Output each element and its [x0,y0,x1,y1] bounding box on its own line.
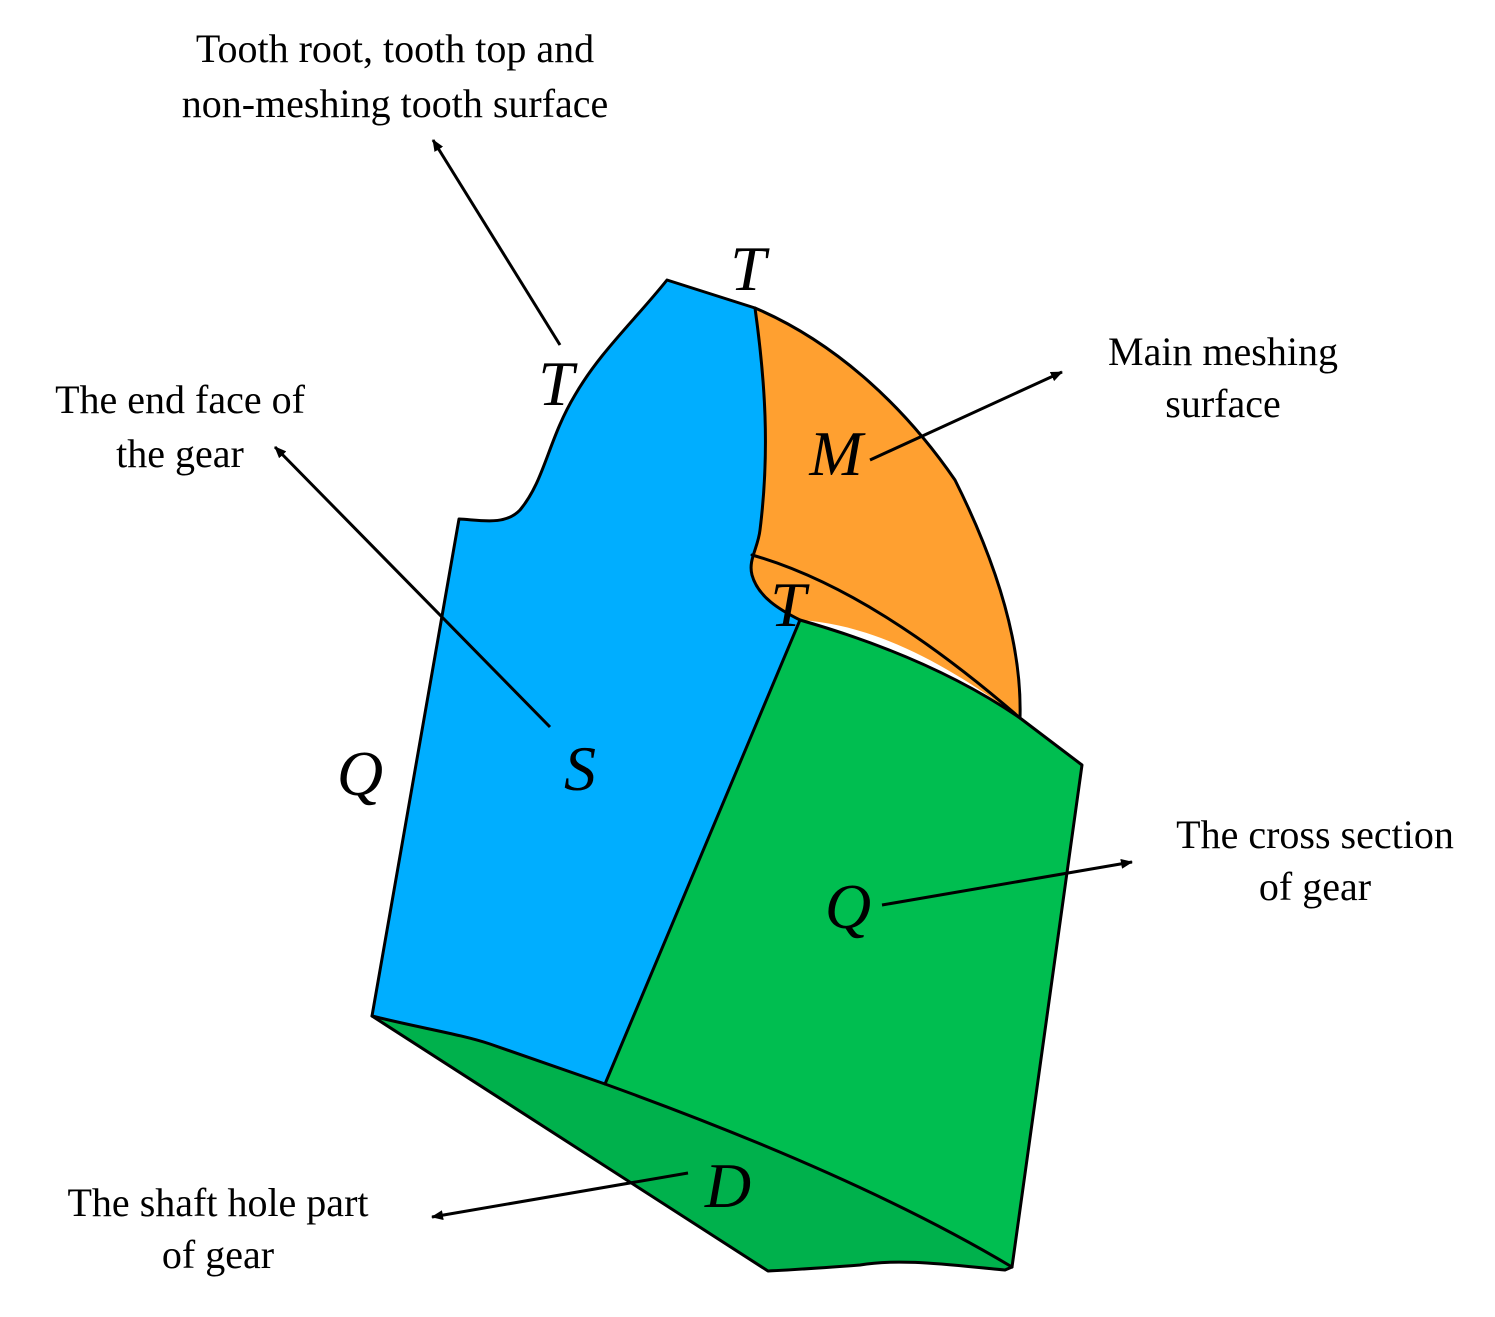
meshing-surface-arrow [869,370,1063,462]
end-face-boundary [603,306,802,1086]
end-face-arrow [273,445,552,729]
outer-outline [370,278,1084,1269]
end-face-caption-line1: The end face of [55,377,306,422]
end-face-region [372,280,800,1084]
meshing-surface-region [751,308,1021,718]
meshing-surface-caption-line1: Main meshing [1108,329,1338,374]
tooth-surface-caption-line2: non-meshing tooth surface [182,81,609,126]
cross-section-region [605,620,1082,1267]
label-t-left: T [538,348,578,419]
cross-section-caption-line2: of gear [1259,864,1371,909]
label-t-middle: T [770,569,810,640]
meshing-surface-caption-line2: surface [1165,381,1280,426]
shaft-hole-caption-line1: The shaft hole part [68,1180,369,1225]
label-t-top: T [730,233,770,304]
shaft-hole-boundary [370,1014,1014,1269]
label-q-right: Q [825,871,871,942]
cross-section-top-edge [798,618,1022,720]
label-s: S [564,733,596,804]
shaft-hole-region [372,1016,1012,1271]
label-q-left: Q [337,738,383,809]
label-d: D [704,1150,751,1221]
label-m: M [808,418,866,489]
meshing-lower-boundary [750,553,1022,720]
cross-section-arrow [881,858,1133,907]
tooth-surface-arrow [431,139,562,346]
tooth-surface-caption-line1: Tooth root, tooth top and [196,26,594,71]
bottom-outline [370,1014,1014,1273]
shaft-hole-arrow [431,1171,689,1221]
cross-section-caption-line1: The cross section [1176,812,1454,857]
end-face-caption-line2: the gear [116,431,244,476]
shaft-hole-caption-line2: of gear [162,1232,274,1277]
